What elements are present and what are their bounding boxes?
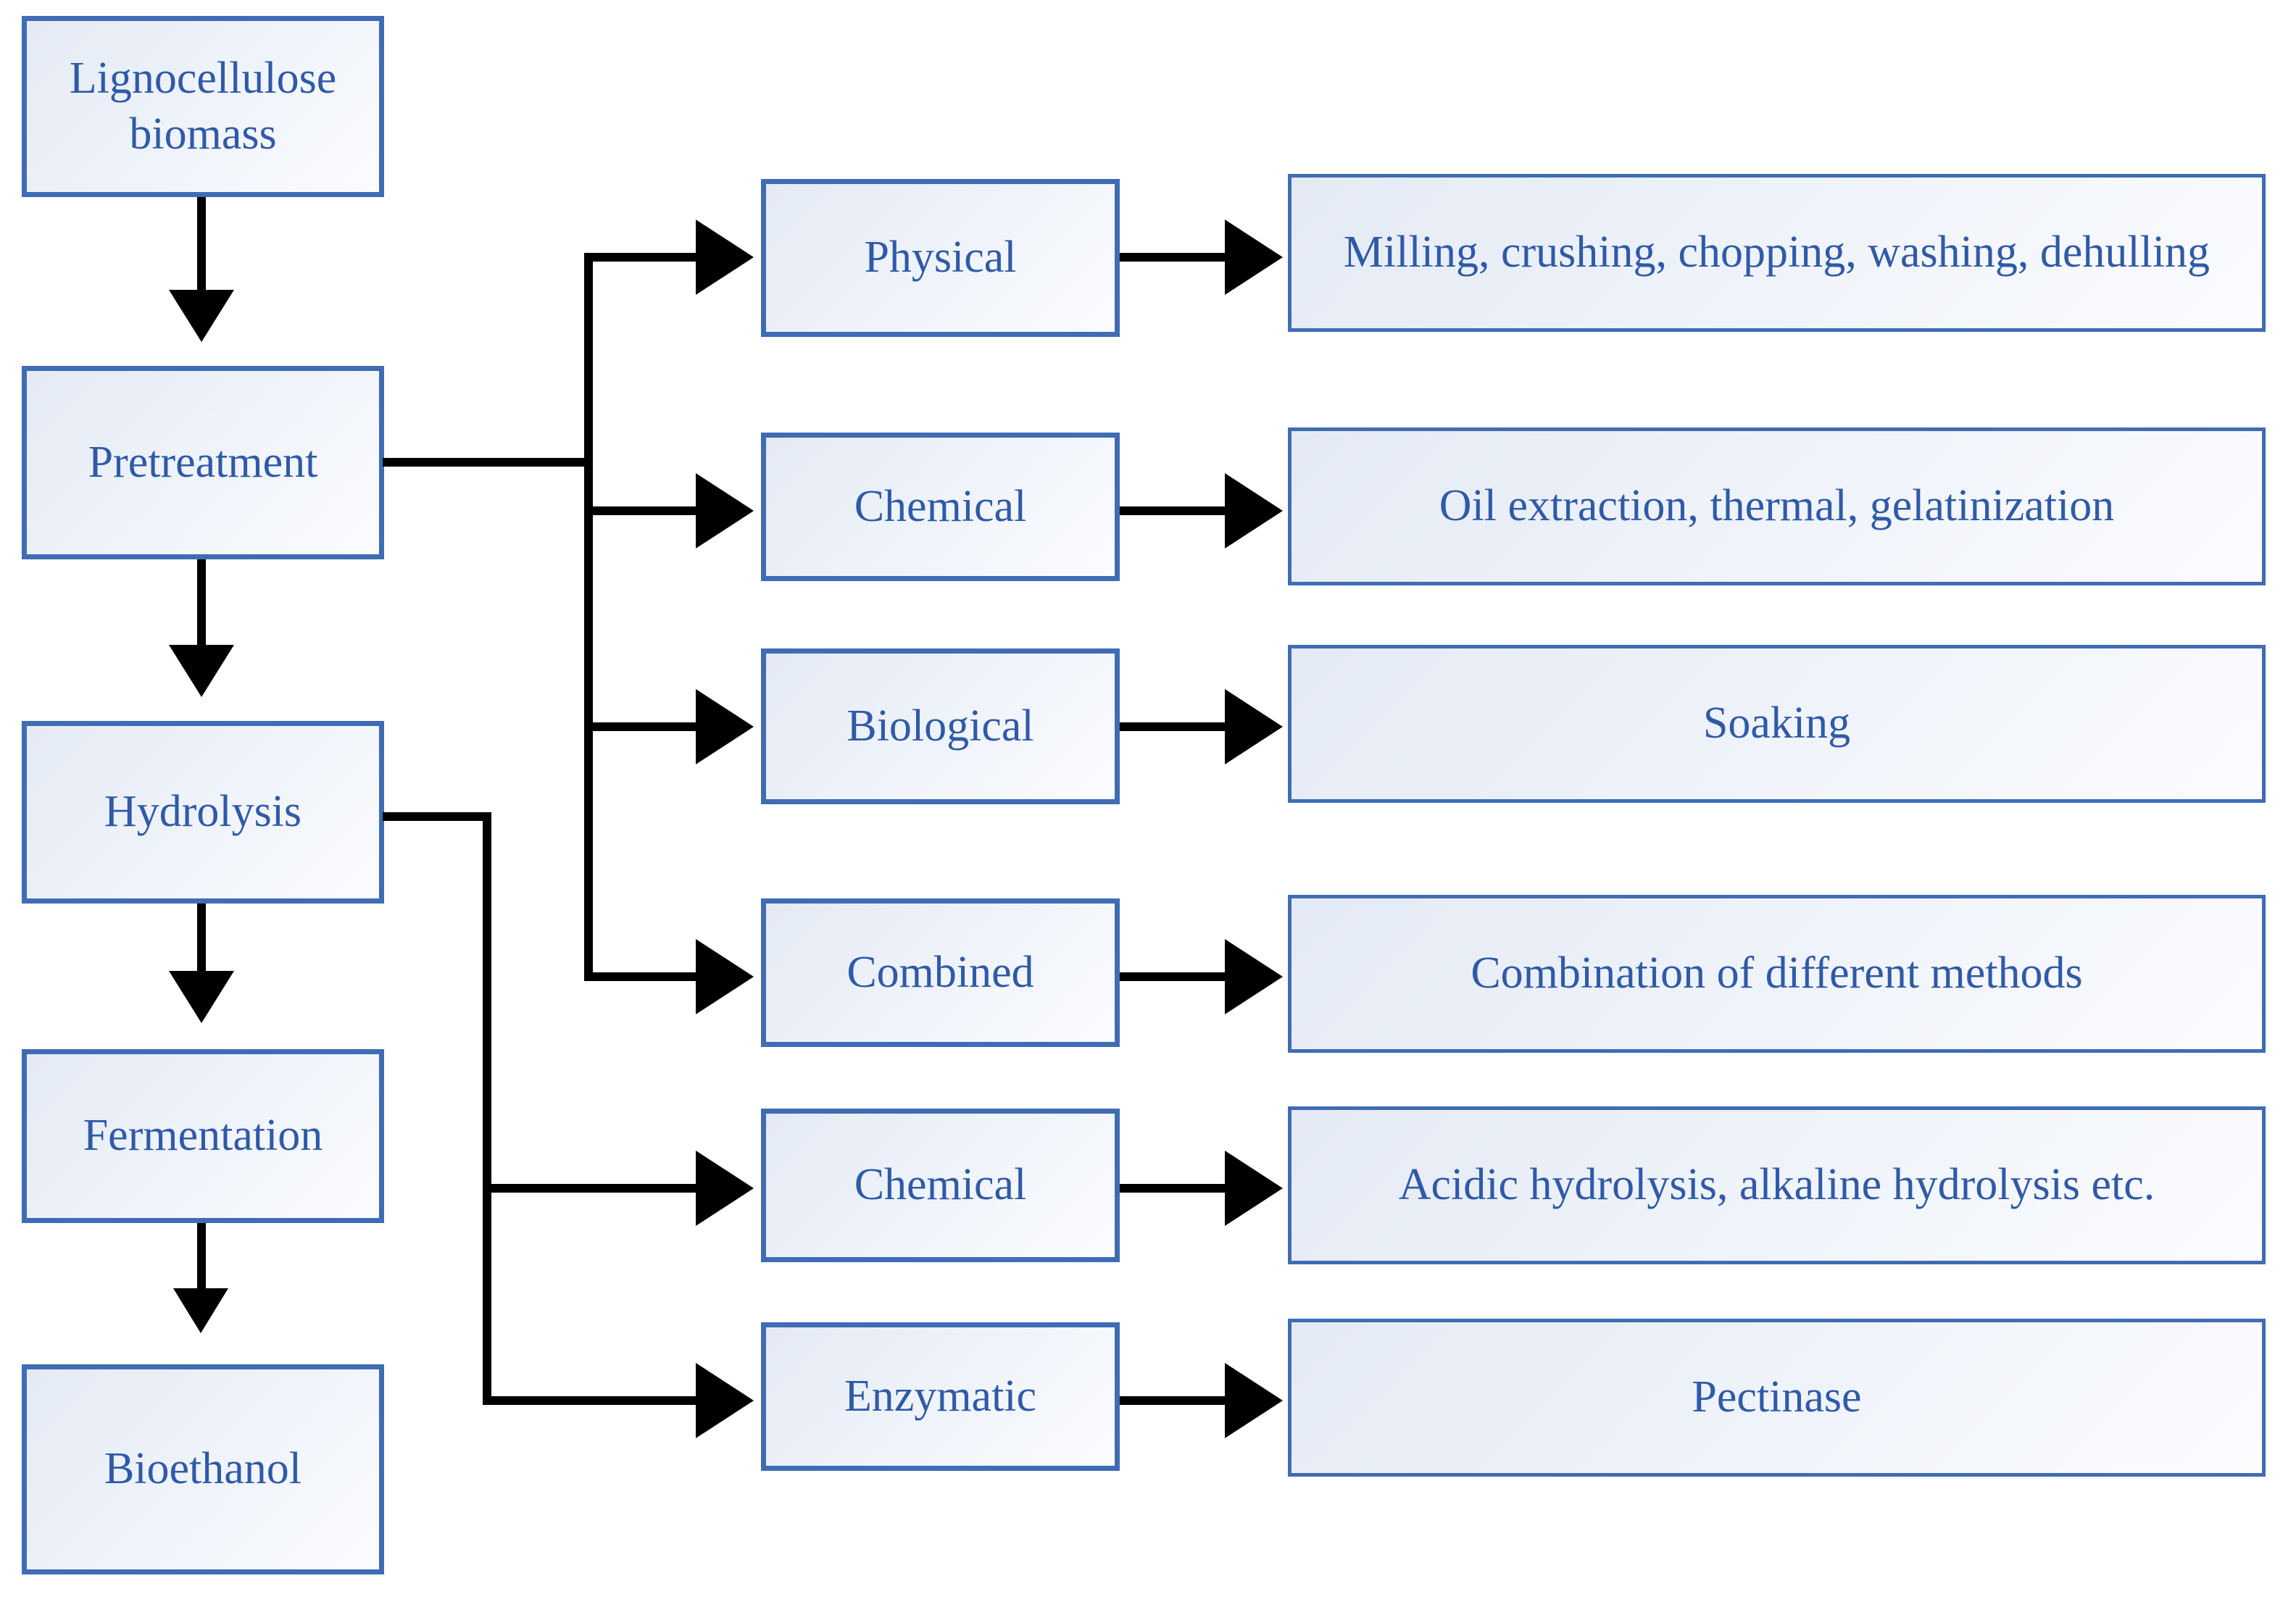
connector-hydrolysis-to-enzymatic [483, 1396, 736, 1405]
arrowhead-hydrolysis-to-chemical [696, 1151, 754, 1226]
node-label-fermentation: Fermentation [83, 1111, 323, 1161]
node-label-detail-enzymatic: Pectinase [1692, 1372, 1862, 1422]
node-pretreatment: Pretreatment [22, 366, 384, 559]
connector-pretreatment-trunk-stub [383, 458, 593, 467]
node-label-lignocellulose-biomass: Lignocellulose biomass [69, 53, 337, 159]
connector-combined-to-detail [1120, 972, 1239, 981]
node-fermentation: Fermentation [22, 1049, 384, 1223]
node-detail-biological: Soaking [1288, 645, 2266, 803]
arrowhead-enzymatic-to-detail [1225, 1363, 1283, 1438]
node-label-method-combined: Combined [847, 947, 1034, 997]
connector-fermentation-to-bioethanol [197, 1223, 206, 1303]
arrowhead-chemical-hydrolysis-to-detail [1225, 1151, 1283, 1226]
connector-biological-to-detail [1120, 722, 1239, 731]
connector-hydrolysis-trunk-stub [383, 812, 491, 821]
node-label-method-chemical-pretreatment: Chemical [854, 481, 1027, 531]
arrowhead-fermentation-to-bioethanol [173, 1288, 228, 1333]
node-bioethanol: Bioethanol [22, 1364, 384, 1574]
node-label-method-biological: Biological [847, 701, 1034, 751]
connector-hydrolysis-trunk-vertical [483, 812, 491, 1405]
arrowhead-pretreatment-to-chemical [696, 473, 754, 548]
arrowhead-combined-to-detail [1225, 939, 1283, 1014]
arrowhead-pretreatment-to-combined [696, 939, 754, 1014]
node-label-pretreatment: Pretreatment [88, 437, 318, 487]
connector-enzymatic-to-detail [1120, 1396, 1239, 1405]
node-detail-enzymatic: Pectinase [1288, 1319, 2266, 1477]
arrowhead-pretreatment-to-biological [696, 689, 754, 764]
node-method-combined: Combined [761, 898, 1120, 1047]
arrowhead-chemical-to-detail [1225, 473, 1283, 548]
arrowhead-biological-to-detail [1225, 689, 1283, 764]
node-label-bioethanol: Bioethanol [104, 1444, 302, 1494]
connector-pretreatment-to-hydrolysis [197, 559, 206, 654]
node-hydrolysis: Hydrolysis [22, 721, 384, 904]
arrowhead-hydrolysis-to-enzymatic [696, 1363, 754, 1438]
node-label-detail-combined: Combination of different methods [1471, 948, 2083, 998]
connector-biomass-to-pretreatment [197, 197, 206, 299]
node-detail-combined: Combination of different methods [1288, 895, 2266, 1053]
connector-chemical-to-detail [1120, 506, 1239, 515]
arrowhead-hydrolysis-to-fermentation [169, 971, 234, 1023]
node-label-method-enzymatic: Enzymatic [844, 1371, 1037, 1421]
connector-chemical-hydrolysis-to-detail [1120, 1184, 1239, 1193]
node-method-enzymatic: Enzymatic [761, 1322, 1120, 1471]
connector-physical-to-detail [1120, 253, 1239, 262]
node-label-method-physical: Physical [864, 233, 1017, 283]
node-label-hydrolysis: Hydrolysis [104, 787, 302, 837]
node-method-chemical-hydrolysis: Chemical [761, 1109, 1120, 1262]
node-detail-physical: Milling, crushing, chopping, washing, de… [1288, 174, 2266, 332]
node-label-detail-chemical-pretreatment: Oil extraction, thermal, gelatinization [1439, 481, 2115, 531]
node-label-detail-chemical-hydrolysis: Acidic hydrolysis, alkaline hydrolysis e… [1398, 1160, 2155, 1210]
arrowhead-physical-to-detail [1225, 220, 1283, 295]
connector-pretreatment-trunk-vertical [584, 253, 593, 981]
node-lignocellulose-biomass: Lignocellulose biomass [22, 16, 384, 197]
arrowhead-pretreatment-to-physical [696, 220, 754, 295]
arrowhead-pretreatment-to-hydrolysis [169, 645, 234, 697]
arrowhead-biomass-to-pretreatment [169, 290, 234, 342]
connector-hydrolysis-to-chemical [483, 1184, 736, 1193]
node-method-biological: Biological [761, 648, 1120, 804]
node-detail-chemical-pretreatment: Oil extraction, thermal, gelatinization [1288, 427, 2266, 585]
node-label-detail-physical: Milling, crushing, chopping, washing, de… [1343, 228, 2210, 278]
connector-hydrolysis-to-fermentation [197, 904, 206, 985]
node-label-method-chemical-hydrolysis: Chemical [854, 1160, 1027, 1210]
node-detail-chemical-hydrolysis: Acidic hydrolysis, alkaline hydrolysis e… [1288, 1106, 2266, 1264]
node-method-chemical-pretreatment: Chemical [761, 433, 1120, 581]
node-method-physical: Physical [761, 179, 1120, 337]
node-label-detail-biological: Soaking [1702, 698, 1851, 748]
